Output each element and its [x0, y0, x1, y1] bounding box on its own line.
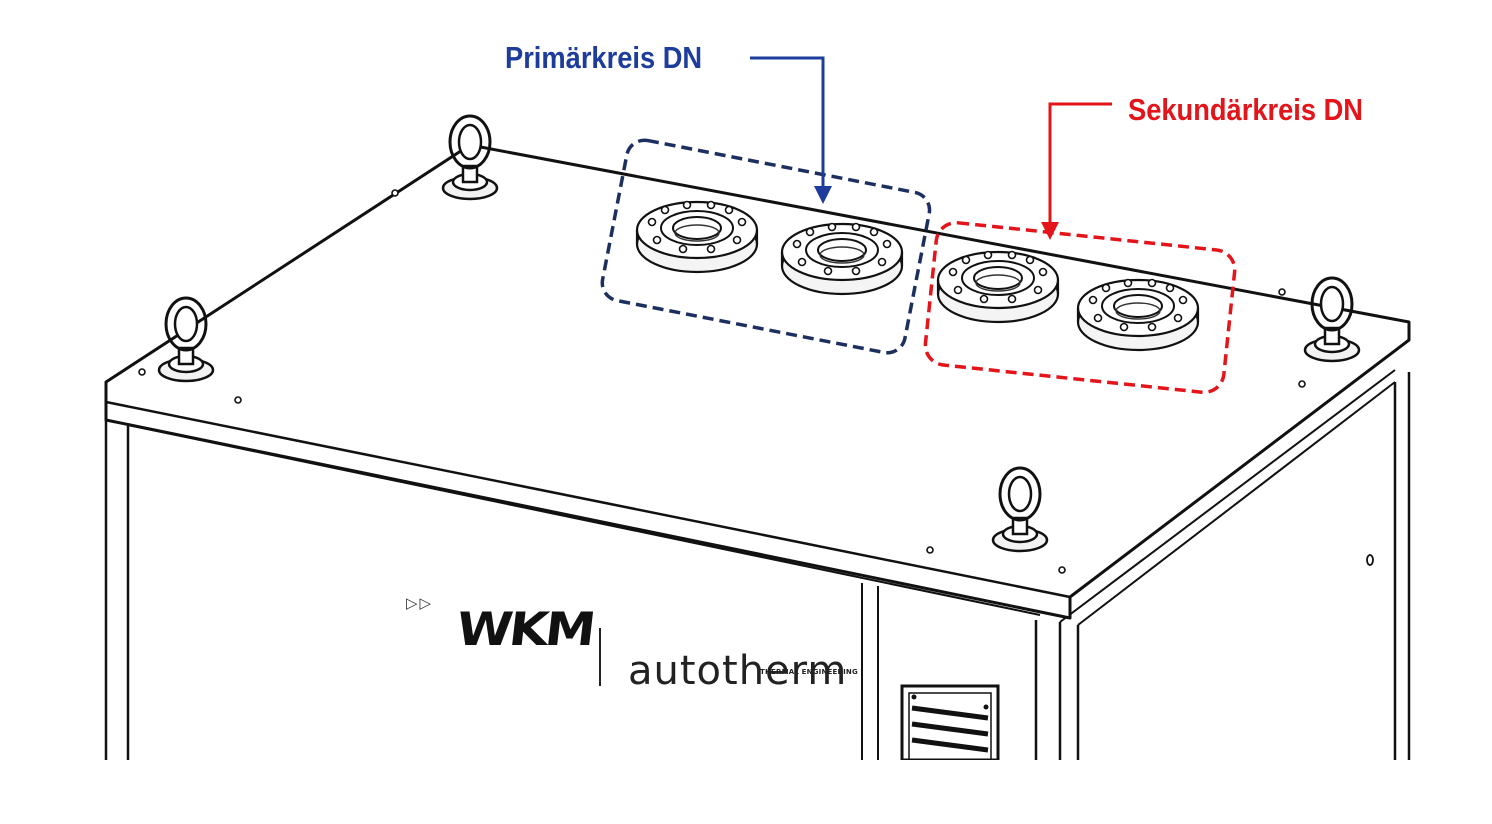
- autotherm-tagline: THERMAL ENGINEERING: [760, 668, 858, 676]
- housing-right-face: [1059, 369, 1411, 760]
- flange-icon: [780, 222, 904, 296]
- flange-icon: [1076, 278, 1200, 352]
- housing-lid: [104, 143, 1411, 620]
- primary-circuit-frame: [600, 138, 932, 355]
- secondary-circuit-label: Sekundärkreis DN: [1128, 92, 1364, 127]
- primary-circuit-arrow: [750, 56, 825, 190]
- primary-circuit-callout: [600, 56, 932, 355]
- flange-icon: [936, 250, 1060, 324]
- lid-screw-holes: [138, 189, 1306, 574]
- vent-grille-icon: [900, 684, 1000, 762]
- brand-marks: ▷▷: [406, 594, 434, 612]
- wkm-logo: WKM: [453, 602, 596, 656]
- secondary-circuit-callout: [923, 102, 1237, 395]
- secondary-circuit-frame: [923, 220, 1237, 395]
- flange-icon: [635, 200, 759, 274]
- primary-circuit-label: Primärkreis DN: [505, 40, 703, 75]
- secondary-circuit-arrow: [1048, 102, 1112, 226]
- autotherm-logo: autotherm: [628, 648, 848, 694]
